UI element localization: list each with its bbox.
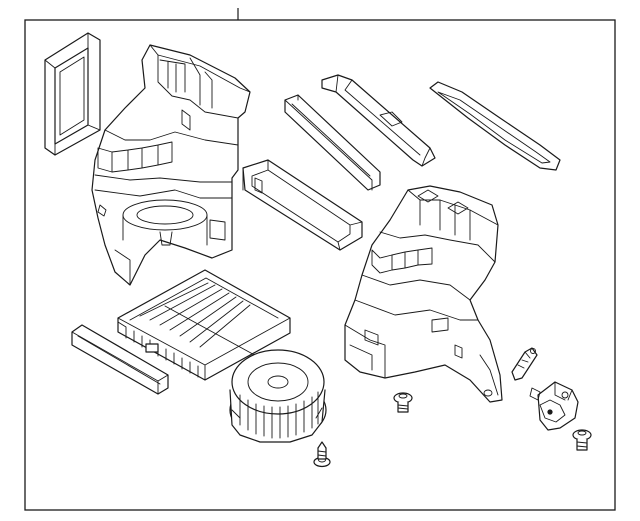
duct-seal-short — [284, 94, 381, 191]
filter-cover — [242, 159, 363, 251]
duct-seal-long — [321, 74, 436, 167]
actuator-motor — [529, 381, 579, 431]
cabin-filter-frame — [44, 32, 101, 156]
screw — [313, 441, 331, 468]
blower-motor — [229, 349, 327, 443]
blower-housing — [344, 185, 503, 403]
cabin-air-filter — [117, 269, 291, 381]
gasket-strip — [429, 81, 561, 171]
actuator-arm — [511, 347, 538, 381]
upper-heater-case — [91, 44, 251, 286]
diagram-border — [24, 19, 616, 511]
screw — [393, 392, 413, 413]
screw — [572, 429, 592, 451]
filter-door — [71, 324, 169, 395]
